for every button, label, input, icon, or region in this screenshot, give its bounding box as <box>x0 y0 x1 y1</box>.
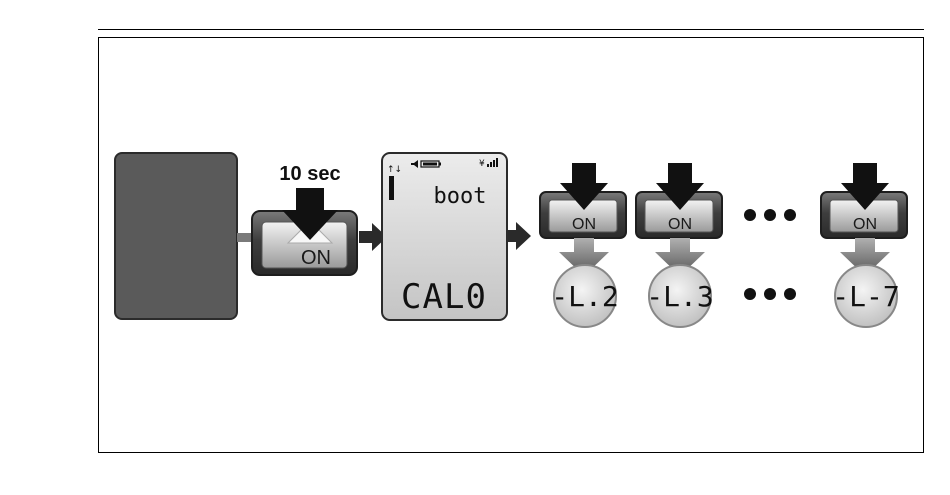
level-display-text: -L-7 <box>832 280 899 313</box>
level-display-text: -L.3 <box>646 280 713 313</box>
lcd-display: ↑↓ ¥ boot CAL0 <box>382 153 507 320</box>
on-button-label: ON <box>572 216 596 233</box>
device-body-icon <box>115 153 237 319</box>
right-arrow-icon <box>508 222 531 250</box>
level-step-2: ON -L.3 <box>636 163 722 327</box>
ellipsis-icon <box>744 288 796 300</box>
on-button-label: ON <box>668 216 692 233</box>
lcd-main-text: CAL0 <box>401 277 487 317</box>
on-button-label: ON <box>853 216 877 233</box>
ellipsis-icon <box>744 209 796 221</box>
level-display-text: -L.2 <box>551 280 618 313</box>
svg-text:↑↓: ↑↓ <box>387 165 402 175</box>
lcd-status-text: boot <box>434 184 487 209</box>
level-step-3: ON -L-7 <box>821 163 907 327</box>
duration-label: 10 sec <box>279 163 340 185</box>
on-button-label: ON <box>301 247 331 269</box>
level-step-1: ON -L.2 <box>540 163 626 327</box>
svg-text:¥: ¥ <box>479 159 485 169</box>
